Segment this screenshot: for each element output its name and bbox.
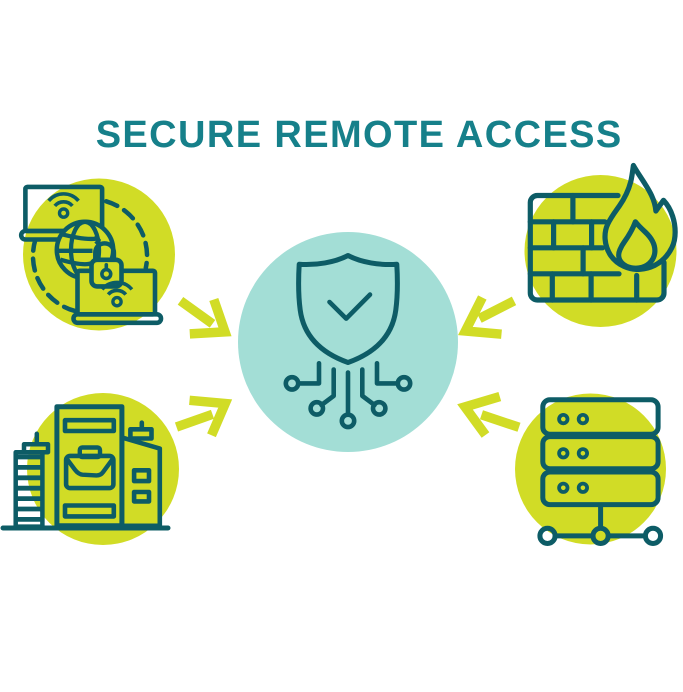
svg-text:SECURE REMOTE ACCESS: SECURE REMOTE ACCESS bbox=[96, 114, 623, 156]
